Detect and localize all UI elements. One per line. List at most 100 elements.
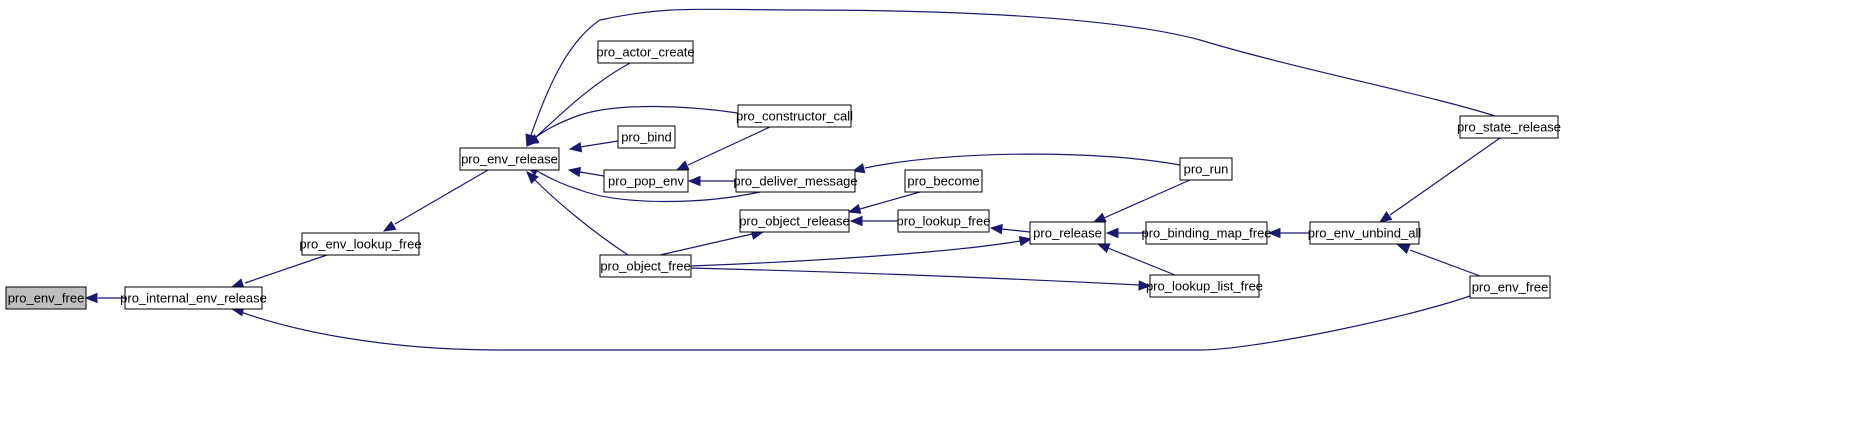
node-pro-release[interactable]: pro_release <box>1029 221 1106 245</box>
node-pro-env-free-right[interactable]: pro_env_free <box>1469 275 1551 299</box>
node-pro-state-release[interactable]: pro_state_release <box>1457 115 1561 139</box>
node-box[interactable] <box>617 125 676 149</box>
node-pro-env-lookup-free[interactable]: pro_env_lookup_free <box>299 232 422 256</box>
edge-pro_pop_env-to-pro_env_release <box>567 166 605 178</box>
node-box[interactable] <box>603 169 689 193</box>
edge-line <box>687 126 771 166</box>
arrowhead-icon <box>849 215 863 227</box>
edge-pro_binding_map_free-to-pro_release <box>1105 227 1146 239</box>
node-label: pro_release <box>1033 226 1102 241</box>
arrowhead-icon <box>526 171 539 184</box>
node-pro-become[interactable]: pro_become <box>904 169 983 193</box>
edge-line <box>534 179 629 256</box>
edge-pro_env_free_right-to-pro_env_unbind_all <box>1396 244 1481 277</box>
node-pro-env-release[interactable]: pro_env_release <box>459 147 560 171</box>
edge-pro_deliver_message-to-pro_pop_env <box>687 175 736 187</box>
node-box[interactable] <box>1149 274 1260 298</box>
node-pro-env-unbind-all[interactable]: pro_env_unbind_all <box>1308 221 1422 245</box>
arrowhead-icon <box>84 292 98 304</box>
node-label: pro_env_lookup_free <box>299 237 421 252</box>
edge-line <box>534 105 739 139</box>
node-box[interactable] <box>897 209 990 233</box>
node-pro-object-release[interactable]: pro_object_release <box>739 209 850 233</box>
edge-line <box>534 169 761 203</box>
node-pro-lookup-list-free[interactable]: pro_lookup_list_free <box>1146 274 1263 298</box>
edge-pro_release-to-pro_lookup_free <box>989 223 1031 235</box>
arrowhead-icon <box>567 166 582 178</box>
edge-line <box>579 171 605 177</box>
node-label: pro_env_release <box>461 152 558 167</box>
node-pro-pop-env[interactable]: pro_pop_env <box>603 169 689 193</box>
node-pro-deliver-message[interactable]: pro_deliver_message <box>733 169 858 193</box>
node-label: pro_object_release <box>739 214 850 229</box>
node-label: pro_run <box>1184 162 1229 177</box>
arrowhead-icon <box>1267 227 1281 239</box>
node-box[interactable] <box>124 286 263 310</box>
node-label: pro_constructor_call <box>736 109 853 124</box>
edge-line <box>579 140 619 148</box>
edge-pro_lookup_free-to-pro_object_release <box>849 215 898 227</box>
edge-pro_object_free-to-pro_env_release <box>526 171 629 256</box>
edge-pro_env_lookup_free-to-pro_internal_env_release <box>230 254 328 289</box>
edge-pro_state_release-to-pro_env_unbind_all <box>1378 137 1501 223</box>
node-pro-binding-map-free[interactable]: pro_binding_map_free <box>1141 221 1272 245</box>
node-label: pro_binding_map_free <box>1141 226 1271 241</box>
edge-pro_env_unbind_all-to-pro_binding_map_free <box>1267 227 1310 239</box>
edge-pro_run-to-pro_release <box>1092 179 1191 223</box>
nodes-layer: pro_env_free pro_internal_env_release pro_… <box>5 40 1561 310</box>
edge-line <box>244 254 328 284</box>
edge-line <box>689 267 1141 286</box>
node-label: pro_internal_env_release <box>120 291 267 306</box>
edge-line <box>689 240 1021 267</box>
node-box[interactable] <box>5 286 87 310</box>
node-pro-lookup-free[interactable]: pro_lookup_free <box>897 209 991 233</box>
node-box[interactable] <box>1309 221 1420 245</box>
edge-pro_object_free-to-pro_lookup_list_free <box>689 267 1152 291</box>
edge-pro_object_free-to-pro_object_release <box>659 229 765 256</box>
arrowhead-icon <box>851 163 866 174</box>
node-label: pro_object_free <box>600 259 690 274</box>
node-box[interactable] <box>739 209 850 233</box>
node-pro-run[interactable]: pro_run <box>1179 157 1233 181</box>
node-pro-env-free-root[interactable]: pro_env_free <box>5 286 87 310</box>
edge-line <box>1103 179 1191 219</box>
arrowhead-icon <box>847 203 862 214</box>
edge-line <box>1107 247 1176 276</box>
node-box[interactable] <box>1469 275 1551 299</box>
arrowhead-icon <box>1105 227 1119 239</box>
node-pro-internal-env-release[interactable]: pro_internal_env_release <box>120 286 267 310</box>
node-label: pro_lookup_free <box>897 214 991 229</box>
node-pro-object-free[interactable]: pro_object_free <box>599 254 692 278</box>
node-box[interactable] <box>1029 221 1106 245</box>
node-pro-actor-create[interactable]: pro_actor_create <box>596 40 695 64</box>
node-pro-constructor-call[interactable]: pro_constructor_call <box>736 104 853 128</box>
node-box[interactable] <box>904 169 983 193</box>
arrowhead-icon <box>525 133 536 148</box>
node-label: pro_state_release <box>1457 120 1561 135</box>
arrowhead-icon <box>1096 243 1111 254</box>
node-label: pro_env_unbind_all <box>1308 226 1422 241</box>
edge-line <box>659 233 753 256</box>
node-box[interactable] <box>1459 115 1559 139</box>
edge-line <box>1389 137 1501 216</box>
node-box[interactable] <box>1179 157 1233 181</box>
edge-pro_lookup_list_free-to-pro_release <box>1096 243 1176 276</box>
node-box[interactable] <box>737 104 852 128</box>
node-box[interactable] <box>301 232 420 256</box>
node-box[interactable] <box>1145 221 1268 245</box>
arrowhead-icon <box>1092 212 1107 223</box>
node-box[interactable] <box>735 169 856 193</box>
edge-line <box>394 169 489 225</box>
node-box[interactable] <box>597 40 694 64</box>
edge-line <box>1001 228 1031 233</box>
node-label: pro_lookup_list_free <box>1146 279 1263 294</box>
node-label: pro_deliver_message <box>733 174 857 189</box>
node-box[interactable] <box>599 254 692 278</box>
arrowhead-icon <box>1138 280 1152 291</box>
node-pro-bind[interactable]: pro_bind <box>617 125 676 149</box>
arrowhead-icon <box>1018 235 1033 247</box>
node-box[interactable] <box>459 147 560 171</box>
edge-pro_internal_env_release-to-pro_env_free_root <box>84 292 125 304</box>
edge-pro_object_free-to-pro_release <box>689 235 1033 267</box>
